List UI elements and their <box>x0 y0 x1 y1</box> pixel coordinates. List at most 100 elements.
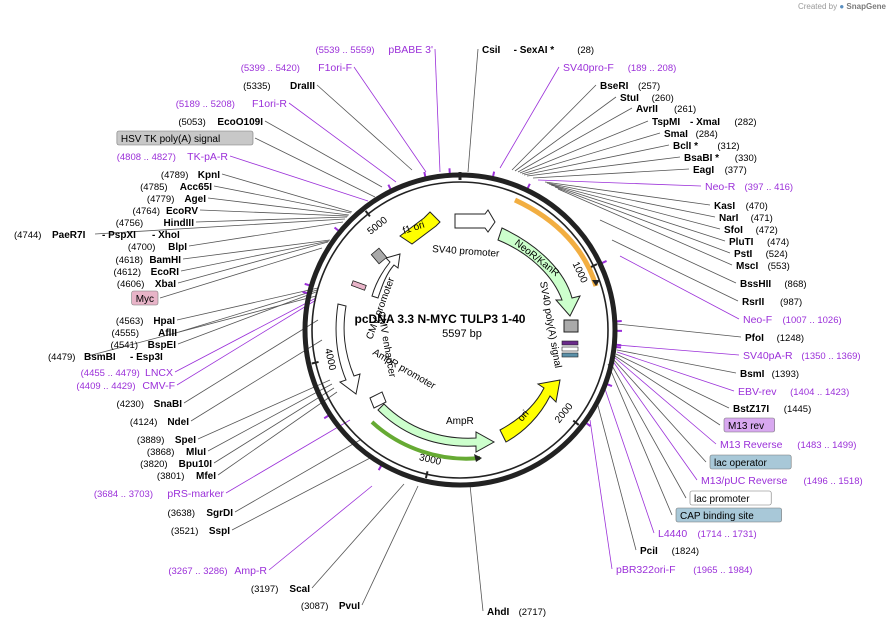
site-position: (4230) <box>117 399 144 410</box>
feature-label-ori: ori <box>516 408 532 424</box>
site-position: (553) <box>768 261 790 272</box>
site-position: (282) <box>734 117 756 128</box>
site-label: AgeI <box>184 194 206 205</box>
leader-line <box>182 239 331 260</box>
site-position: (4618) <box>116 255 143 266</box>
primer-position: (189 .. 208) <box>628 63 677 74</box>
site-label: EcoO109I <box>217 117 263 128</box>
snapgene-logo-icon: ● <box>839 2 845 11</box>
primer-site-mark <box>387 184 392 190</box>
primer-position: (1350 .. 1369) <box>801 351 860 362</box>
site-position: (4612) <box>114 267 141 278</box>
primer-label: CMV-F <box>142 380 175 392</box>
site-position: (4779) <box>147 194 174 205</box>
primer-site-mark <box>606 383 613 387</box>
leader-line <box>611 239 739 302</box>
site-position: (471) <box>751 213 773 224</box>
leader-line <box>176 299 317 386</box>
site-label: BstZ17I <box>733 404 769 415</box>
site-label: CsiI <box>482 45 501 56</box>
leader-line <box>434 48 441 173</box>
feature-f1-ori[interactable]: f1 ori <box>399 211 441 245</box>
site-position: (472) <box>756 225 778 236</box>
primer-site-mark <box>585 422 592 427</box>
site-position: (4764) <box>133 206 160 217</box>
site-label: StuI <box>620 93 639 104</box>
feature-label-sv40-promoter: SV40 promoter <box>432 244 501 260</box>
leader-line <box>523 144 670 176</box>
feature-label-neor: NeoR/KanR <box>512 238 561 280</box>
site-position: (2717) <box>519 607 546 618</box>
feature-label-box <box>116 130 254 146</box>
tick-label: 5000 <box>366 215 391 238</box>
leader-line <box>190 339 323 422</box>
leader-line <box>288 102 397 183</box>
primer-position: (1483 .. 1499) <box>797 440 856 451</box>
feature-box-text: CAP binding site <box>680 511 754 522</box>
leader-line <box>526 156 681 177</box>
site-label: BssHII <box>740 279 771 290</box>
primer-label: L4440 <box>658 528 687 540</box>
site-position: (4744) <box>14 230 41 241</box>
primer-site-mark <box>492 171 496 177</box>
site-label: PluTI <box>729 237 754 248</box>
leader-line <box>213 185 352 214</box>
leader-line <box>616 351 735 392</box>
site-position: (3087) <box>301 601 328 612</box>
leader-line <box>544 181 711 206</box>
site-label-alt: - XhoI <box>152 230 180 241</box>
feature-sv40-promoter[interactable]: SV40 promoter <box>432 209 501 260</box>
site-position: (3868) <box>147 447 174 458</box>
feature-label-box <box>675 507 782 523</box>
leader-line <box>159 247 323 299</box>
site-label: NarI <box>719 213 739 224</box>
snapgene-credit: Created by ● SnapGene <box>798 2 886 11</box>
site-label: DraIII <box>290 81 315 92</box>
site-label: SgrDI <box>206 508 233 519</box>
site-label: MfeI <box>196 471 216 482</box>
primer-label: EBV-rev <box>738 386 777 398</box>
leader-line <box>619 255 740 320</box>
site-label: SpeI <box>175 435 196 446</box>
feature-label-box <box>131 290 159 306</box>
leader-line <box>183 319 319 404</box>
site-position: (4555) <box>112 328 139 339</box>
feature-ori[interactable]: ori <box>499 379 561 443</box>
site-position: (987) <box>780 297 802 308</box>
site-position: (284) <box>696 129 718 140</box>
site-label: AhdI <box>487 607 509 618</box>
site-position: (4785) <box>140 182 167 193</box>
site-label: SmaI <box>664 129 688 140</box>
site-label: EagI <box>693 165 714 176</box>
annotation-labels: CsiI- SexAI *(28)SV40pro-F(189 .. 208)Bs… <box>14 44 863 618</box>
leader-line <box>499 66 560 169</box>
leader-line <box>264 120 383 188</box>
leader-line <box>234 439 361 513</box>
site-position: (470) <box>746 201 768 212</box>
site-label: HindIII <box>163 218 194 229</box>
site-label: BamHI <box>149 255 181 266</box>
site-label: RsrII <box>742 297 764 308</box>
leader-line <box>177 291 317 345</box>
site-label: XbaI <box>155 279 176 290</box>
site-position: (3801) <box>157 471 184 482</box>
site-label: SfoI <box>724 225 743 236</box>
leader-line <box>195 216 348 223</box>
primer-label: Neo-F <box>743 314 772 326</box>
site-position: (312) <box>717 141 739 152</box>
feature-box-text: lac promoter <box>694 494 750 505</box>
feature-box-text: M13 rev <box>728 421 764 432</box>
site-label: HpaI <box>153 316 175 327</box>
primer-position: (1965 .. 1984) <box>693 565 752 576</box>
site-position: (257) <box>638 81 660 92</box>
site-label-alt: - XmaI <box>690 117 720 128</box>
site-position: (28) <box>577 45 594 56</box>
feature-ampr-promoter[interactable]: AmpR promoter <box>369 347 438 409</box>
primer-label: pBR322ori-F <box>616 564 676 576</box>
primer-site-mark <box>333 226 340 232</box>
site-label: BlpI <box>168 242 187 253</box>
primer-position: (1007 .. 1026) <box>783 315 842 326</box>
site-position: (330) <box>735 153 757 164</box>
feature-ampr[interactable]: AmpR <box>370 403 496 462</box>
tick-mark <box>590 263 598 269</box>
